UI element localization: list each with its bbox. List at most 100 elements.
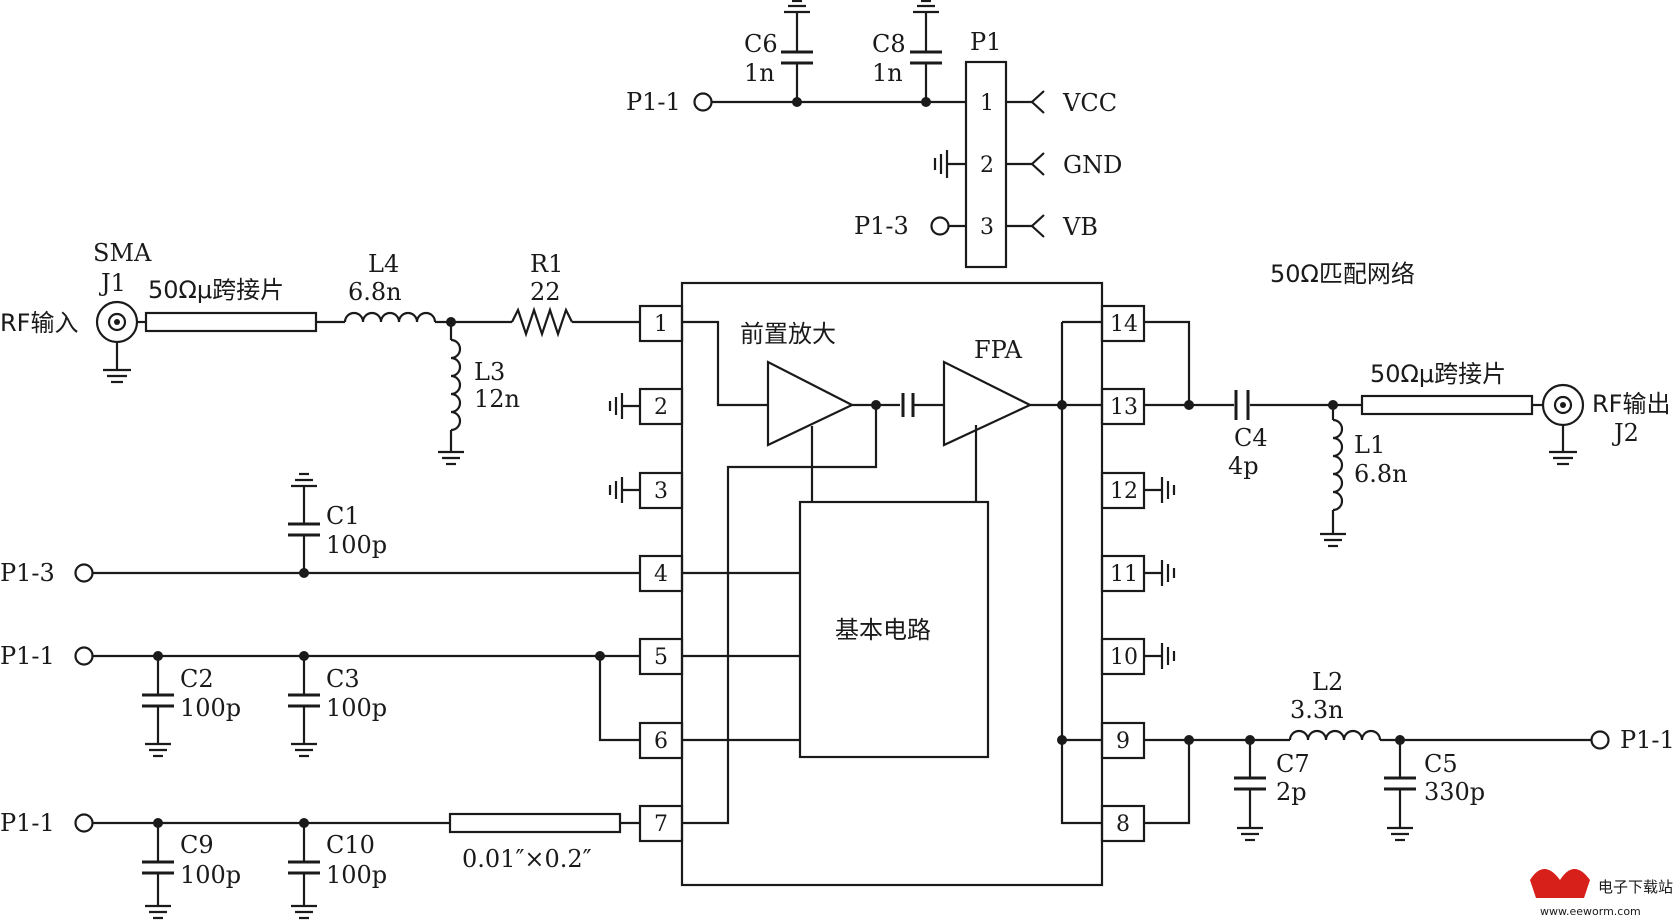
preamp-stage: 前置放大 xyxy=(682,320,900,825)
sma-connector-j1 xyxy=(95,300,139,384)
fpa-label: FPA xyxy=(974,336,1023,364)
c10-value: 100p xyxy=(326,861,387,889)
l4-value: 6.8n xyxy=(348,278,402,306)
p1-pin2-num: 2 xyxy=(980,153,994,178)
ic-pin-13: 13 xyxy=(1110,395,1138,420)
output-label: RF输出 xyxy=(1592,390,1670,418)
sma-connector-j2: RF输出 J2 xyxy=(1541,383,1670,466)
c10-ref: C10 xyxy=(326,831,375,859)
p1-pin2-signal: GND xyxy=(1063,151,1122,179)
ic-left-pins: 1 2 3 4 5 6 7 xyxy=(608,304,684,843)
l1-value: 6.8n xyxy=(1354,460,1408,488)
ic-pin-14: 14 xyxy=(1110,312,1138,337)
c9-value: 100p xyxy=(180,861,241,889)
net-port-right9 xyxy=(1590,730,1610,750)
inductor-l2: L2 3.3n xyxy=(1288,668,1382,741)
ic-pin-3: 3 xyxy=(654,479,668,504)
capacitor-c2: C2 100p xyxy=(142,656,241,758)
ic-pin-7: 7 xyxy=(654,812,668,837)
c8-ref: C8 xyxy=(872,30,906,58)
net-label-left4: P1-3 xyxy=(0,559,55,587)
capacitor-c1: C1 100p xyxy=(288,472,387,573)
c7-value: 2p xyxy=(1276,778,1307,806)
r1-value: 22 xyxy=(530,278,561,306)
net-label-top: P1-1 xyxy=(626,88,681,116)
ic-pin-2: 2 xyxy=(654,395,668,420)
rf-input-section: SMA J1 RF输入 50Ωμ跨接片 L4 6.8n xyxy=(0,239,640,466)
strip-line-output: 50Ωμ跨接片 xyxy=(1360,360,1534,416)
c2-ref: C2 xyxy=(180,665,214,693)
net-port-top xyxy=(693,92,713,112)
net-port-left7 xyxy=(74,813,94,833)
l2-ref: L2 xyxy=(1312,668,1343,696)
c3-ref: C3 xyxy=(326,665,360,693)
strip-output-label: 50Ωμ跨接片 xyxy=(1370,360,1506,388)
watermark-url: www.eeworm.com xyxy=(1540,905,1641,918)
watermark-logo: 电子下载站 www.eeworm.com xyxy=(1530,869,1673,918)
capacitor-c10: C10 100p xyxy=(288,823,387,920)
watermark-cn: 电子下载站 xyxy=(1598,878,1673,896)
c8-value: 1n xyxy=(872,59,903,87)
inductor-l1: L1 6.8n xyxy=(1320,405,1408,548)
p1-pin1-num: 1 xyxy=(980,91,994,116)
l1-ref: L1 xyxy=(1354,431,1385,459)
input-type: SMA xyxy=(93,239,152,267)
fpa-stage: FPA xyxy=(942,320,1102,825)
c5-value: 330p xyxy=(1424,778,1485,806)
capacitor-c8: C8 1n xyxy=(872,0,942,102)
inductor-l4: L4 6.8n xyxy=(343,250,437,323)
net-label-p13: P1-3 xyxy=(854,212,909,240)
c4-value: 4p xyxy=(1228,452,1259,480)
c9-ref: C9 xyxy=(180,831,214,859)
ic-pin-4: 4 xyxy=(654,562,668,587)
top-supply-section: P1-1 C6 1n C8 1n xyxy=(626,0,1122,269)
c5-ref: C5 xyxy=(1424,750,1458,778)
resistor-r1: R1 22 xyxy=(511,250,573,338)
capacitor-c9: C9 100p xyxy=(142,823,241,920)
c3-value: 100p xyxy=(326,694,387,722)
net-label-left5: P1-1 xyxy=(0,642,55,670)
p1-pin3-num: 3 xyxy=(980,215,994,240)
strip-input-label: 50Ωμ跨接片 xyxy=(148,276,284,304)
ic-right-pins: 14 13 12 11 10 9 8 xyxy=(1100,304,1176,843)
p1-pin3-signal: VB xyxy=(1062,213,1098,241)
input-label: RF输入 xyxy=(0,309,78,337)
connector-p1: P1 1 2 3 VCC GND VB P1-3 xyxy=(854,28,1122,269)
l3-ref: L3 xyxy=(474,358,505,386)
c6-value: 1n xyxy=(744,59,775,87)
p1-pin1-signal: VCC xyxy=(1062,89,1117,117)
inductor-l3: L3 12n xyxy=(438,322,520,466)
ic-pin-6: 6 xyxy=(654,729,668,754)
c6-ref: C6 xyxy=(744,30,778,58)
ic-pin-1: 1 xyxy=(654,312,668,337)
capacitor-c3: C3 100p xyxy=(288,656,387,758)
ic-pin-8: 8 xyxy=(1116,812,1130,837)
capacitor-c4: C4 4p xyxy=(1228,390,1268,480)
ic-pin-12: 12 xyxy=(1110,479,1138,504)
capacitor-c5: C5 330p xyxy=(1384,740,1485,842)
capacitor-c6: C6 1n xyxy=(744,0,813,102)
amplifier-ic: 1 2 3 4 5 6 7 14 13 xyxy=(608,281,1176,887)
ic-pin-10: 10 xyxy=(1110,645,1138,670)
net-label-left7: P1-1 xyxy=(0,809,55,837)
c2-value: 100p xyxy=(180,694,241,722)
net-label-right9: P1-1 xyxy=(1620,726,1675,754)
core-label: 基本电路 xyxy=(835,616,931,644)
net-port-p13 xyxy=(930,216,950,236)
strip-line-input: 50Ωμ跨接片 xyxy=(144,276,318,333)
l2-value: 3.3n xyxy=(1290,696,1344,724)
input-ref: J1 xyxy=(98,269,126,297)
strip-pin7-label: 0.01″×0.2″ xyxy=(462,845,592,873)
ic-pin-11: 11 xyxy=(1110,562,1138,587)
l3-value: 12n xyxy=(474,385,520,413)
output-ref: J2 xyxy=(1611,419,1639,447)
r1-ref: R1 xyxy=(530,250,563,278)
network-label: 50Ω匹配网络 xyxy=(1270,260,1415,288)
output-section: 50Ω匹配网络 C4 4p L1 6.8n 50Ωμ跨接片 xyxy=(1144,260,1675,842)
l4-ref: L4 xyxy=(368,250,399,278)
c1-ref: C1 xyxy=(326,502,360,530)
core-circuit: 基本电路 xyxy=(682,500,990,759)
p1-ref: P1 xyxy=(970,28,1001,56)
net-port-left4 xyxy=(74,563,94,583)
